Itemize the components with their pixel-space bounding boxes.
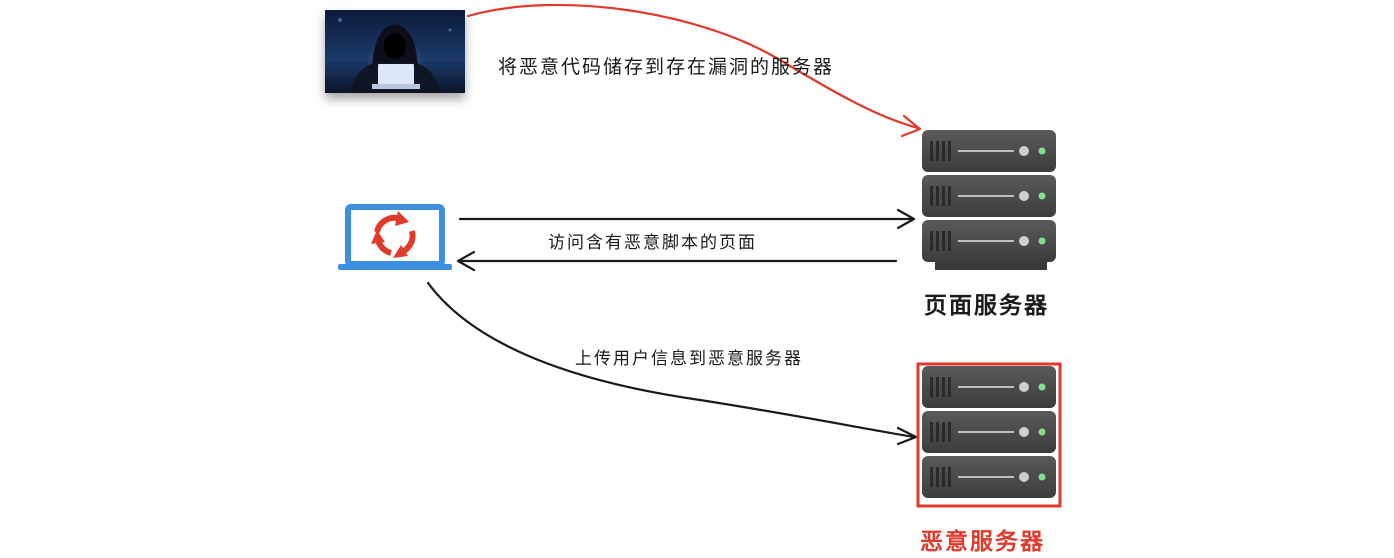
hacker-photo [325,10,465,93]
server-unit [922,456,1056,498]
page-server-icon [922,130,1056,270]
malicious-server-icon [916,362,1062,508]
page-server-label: 页面服务器 [924,293,1049,319]
store-malicious-code-arrow [466,3,922,138]
visit-page-label: 访问含有恶意脚本的页面 [548,233,757,253]
upload-info-arrow [426,281,918,446]
refresh-icon [371,211,416,258]
server-unit [922,220,1056,262]
store-code-label: 将恶意代码储存到存在漏洞的服务器 [498,56,835,78]
laptop-icon [338,204,452,270]
visit-page-request-arrow [458,208,916,230]
upload-info-label: 上传用户信息到恶意服务器 [575,349,803,369]
malicious-server-label: 恶意服务器 [920,529,1045,555]
server-unit [922,175,1056,217]
page-response-arrow [456,250,898,272]
server-unit [922,366,1056,408]
server-unit [922,411,1056,453]
server-unit [922,130,1056,172]
